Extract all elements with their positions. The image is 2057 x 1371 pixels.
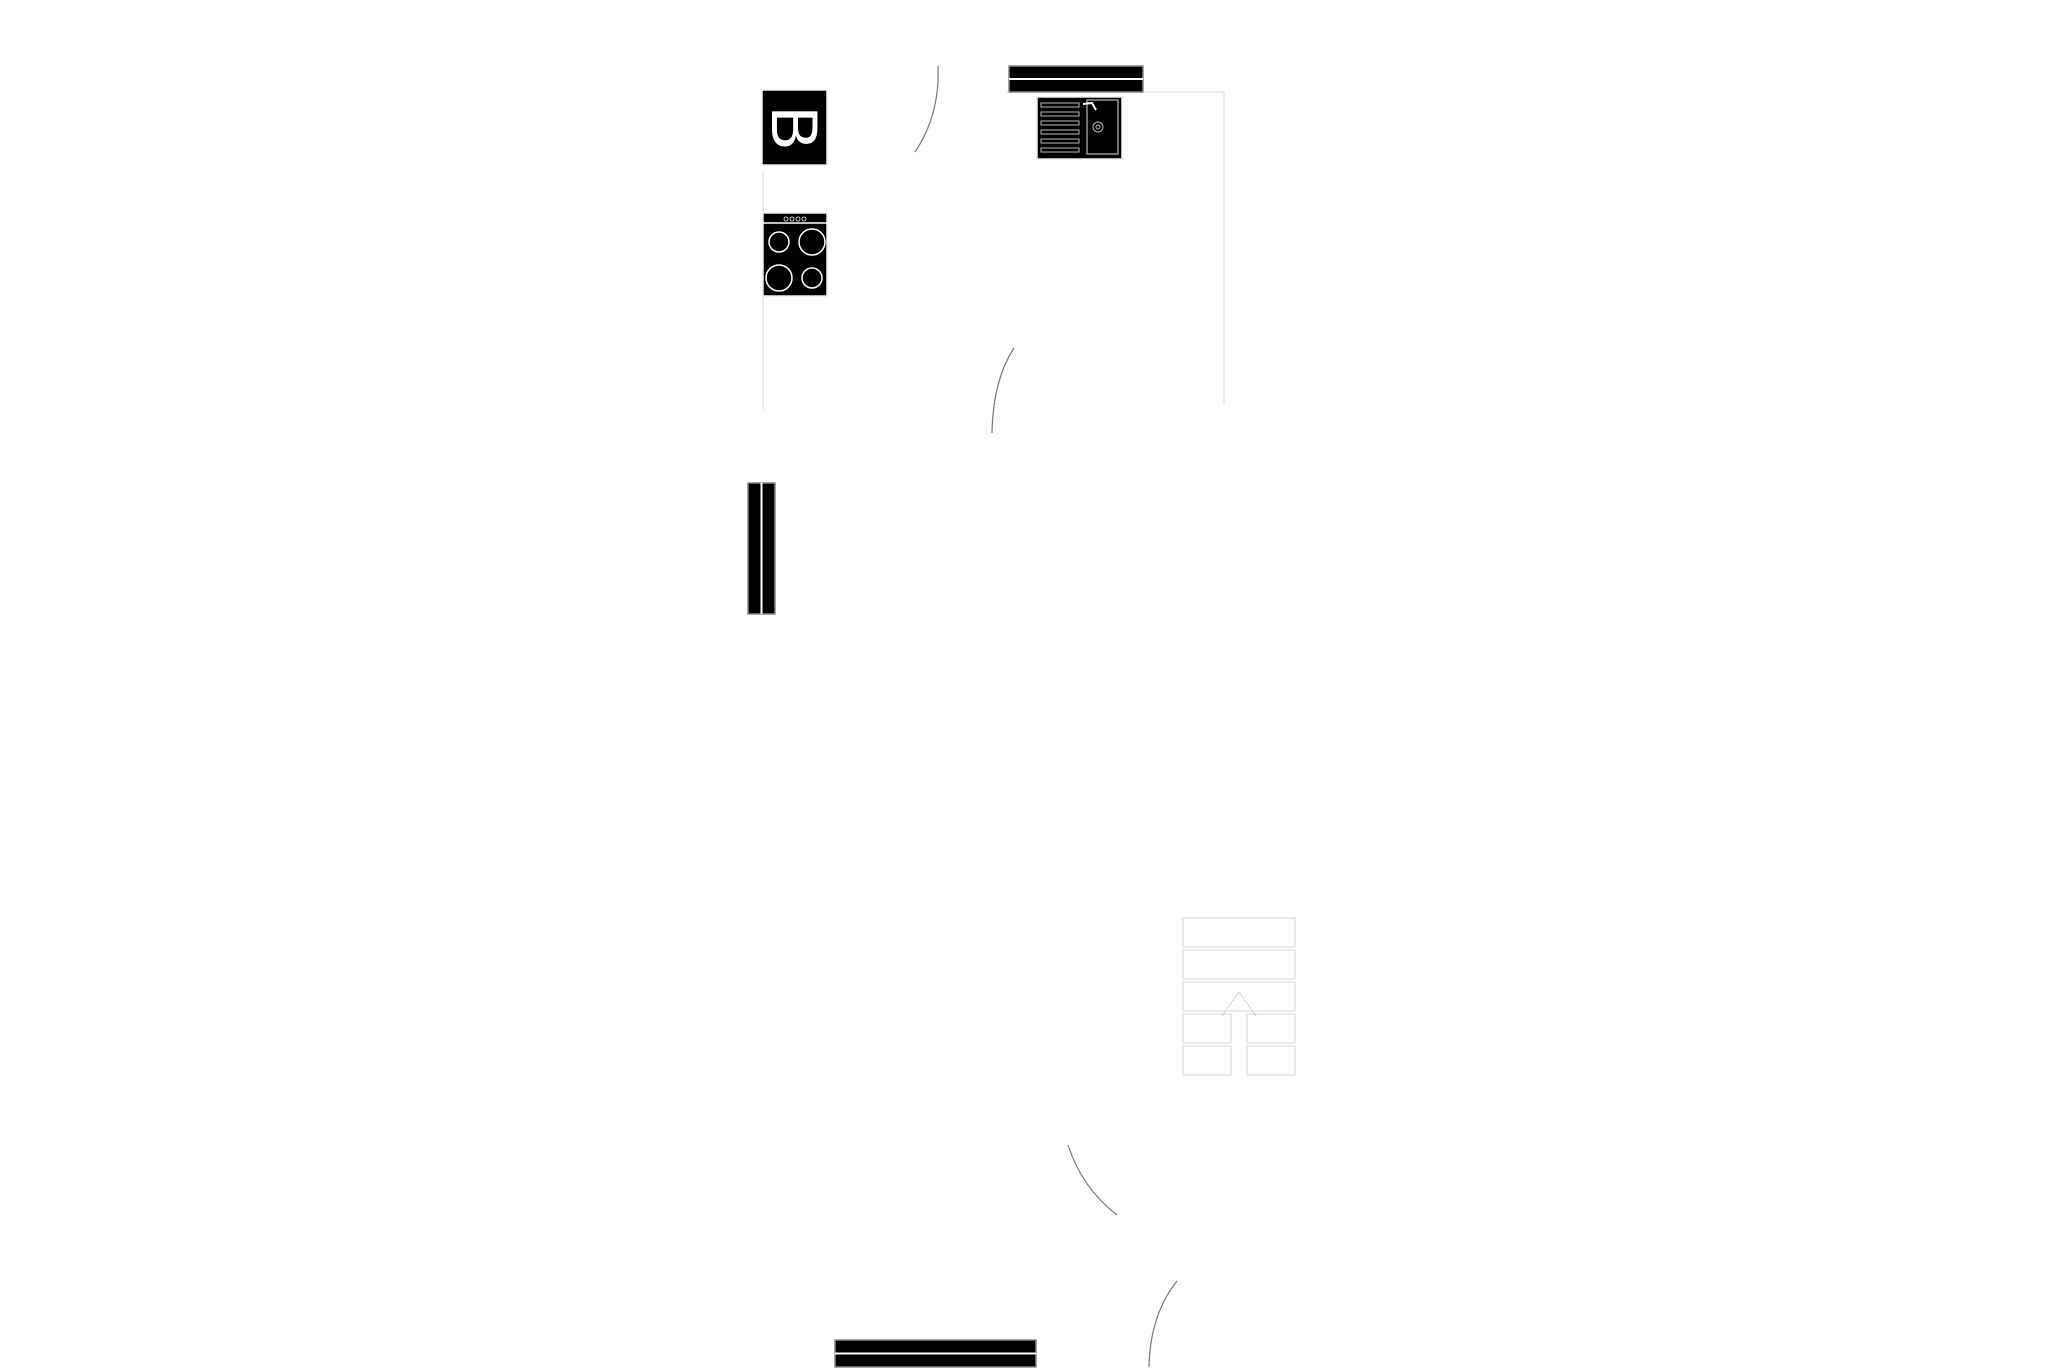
door-arc-top	[914, 65, 939, 153]
stairs-direction-arrow	[1221, 990, 1257, 1017]
sink-icon	[1036, 96, 1123, 160]
stove-icon	[762, 212, 828, 297]
window-top	[1008, 65, 1144, 93]
window-left	[747, 482, 776, 615]
stairs-icon	[1182, 917, 1296, 1076]
door-arc-kitchen	[991, 347, 1015, 434]
window-bottom	[834, 1339, 1037, 1368]
boiler-label: B	[758, 106, 832, 150]
door-arc-lower	[1067, 1144, 1118, 1216]
door-arc-bottom	[1148, 1280, 1178, 1368]
boiler-symbol: B	[758, 89, 832, 166]
door-swings	[914, 65, 1178, 1368]
